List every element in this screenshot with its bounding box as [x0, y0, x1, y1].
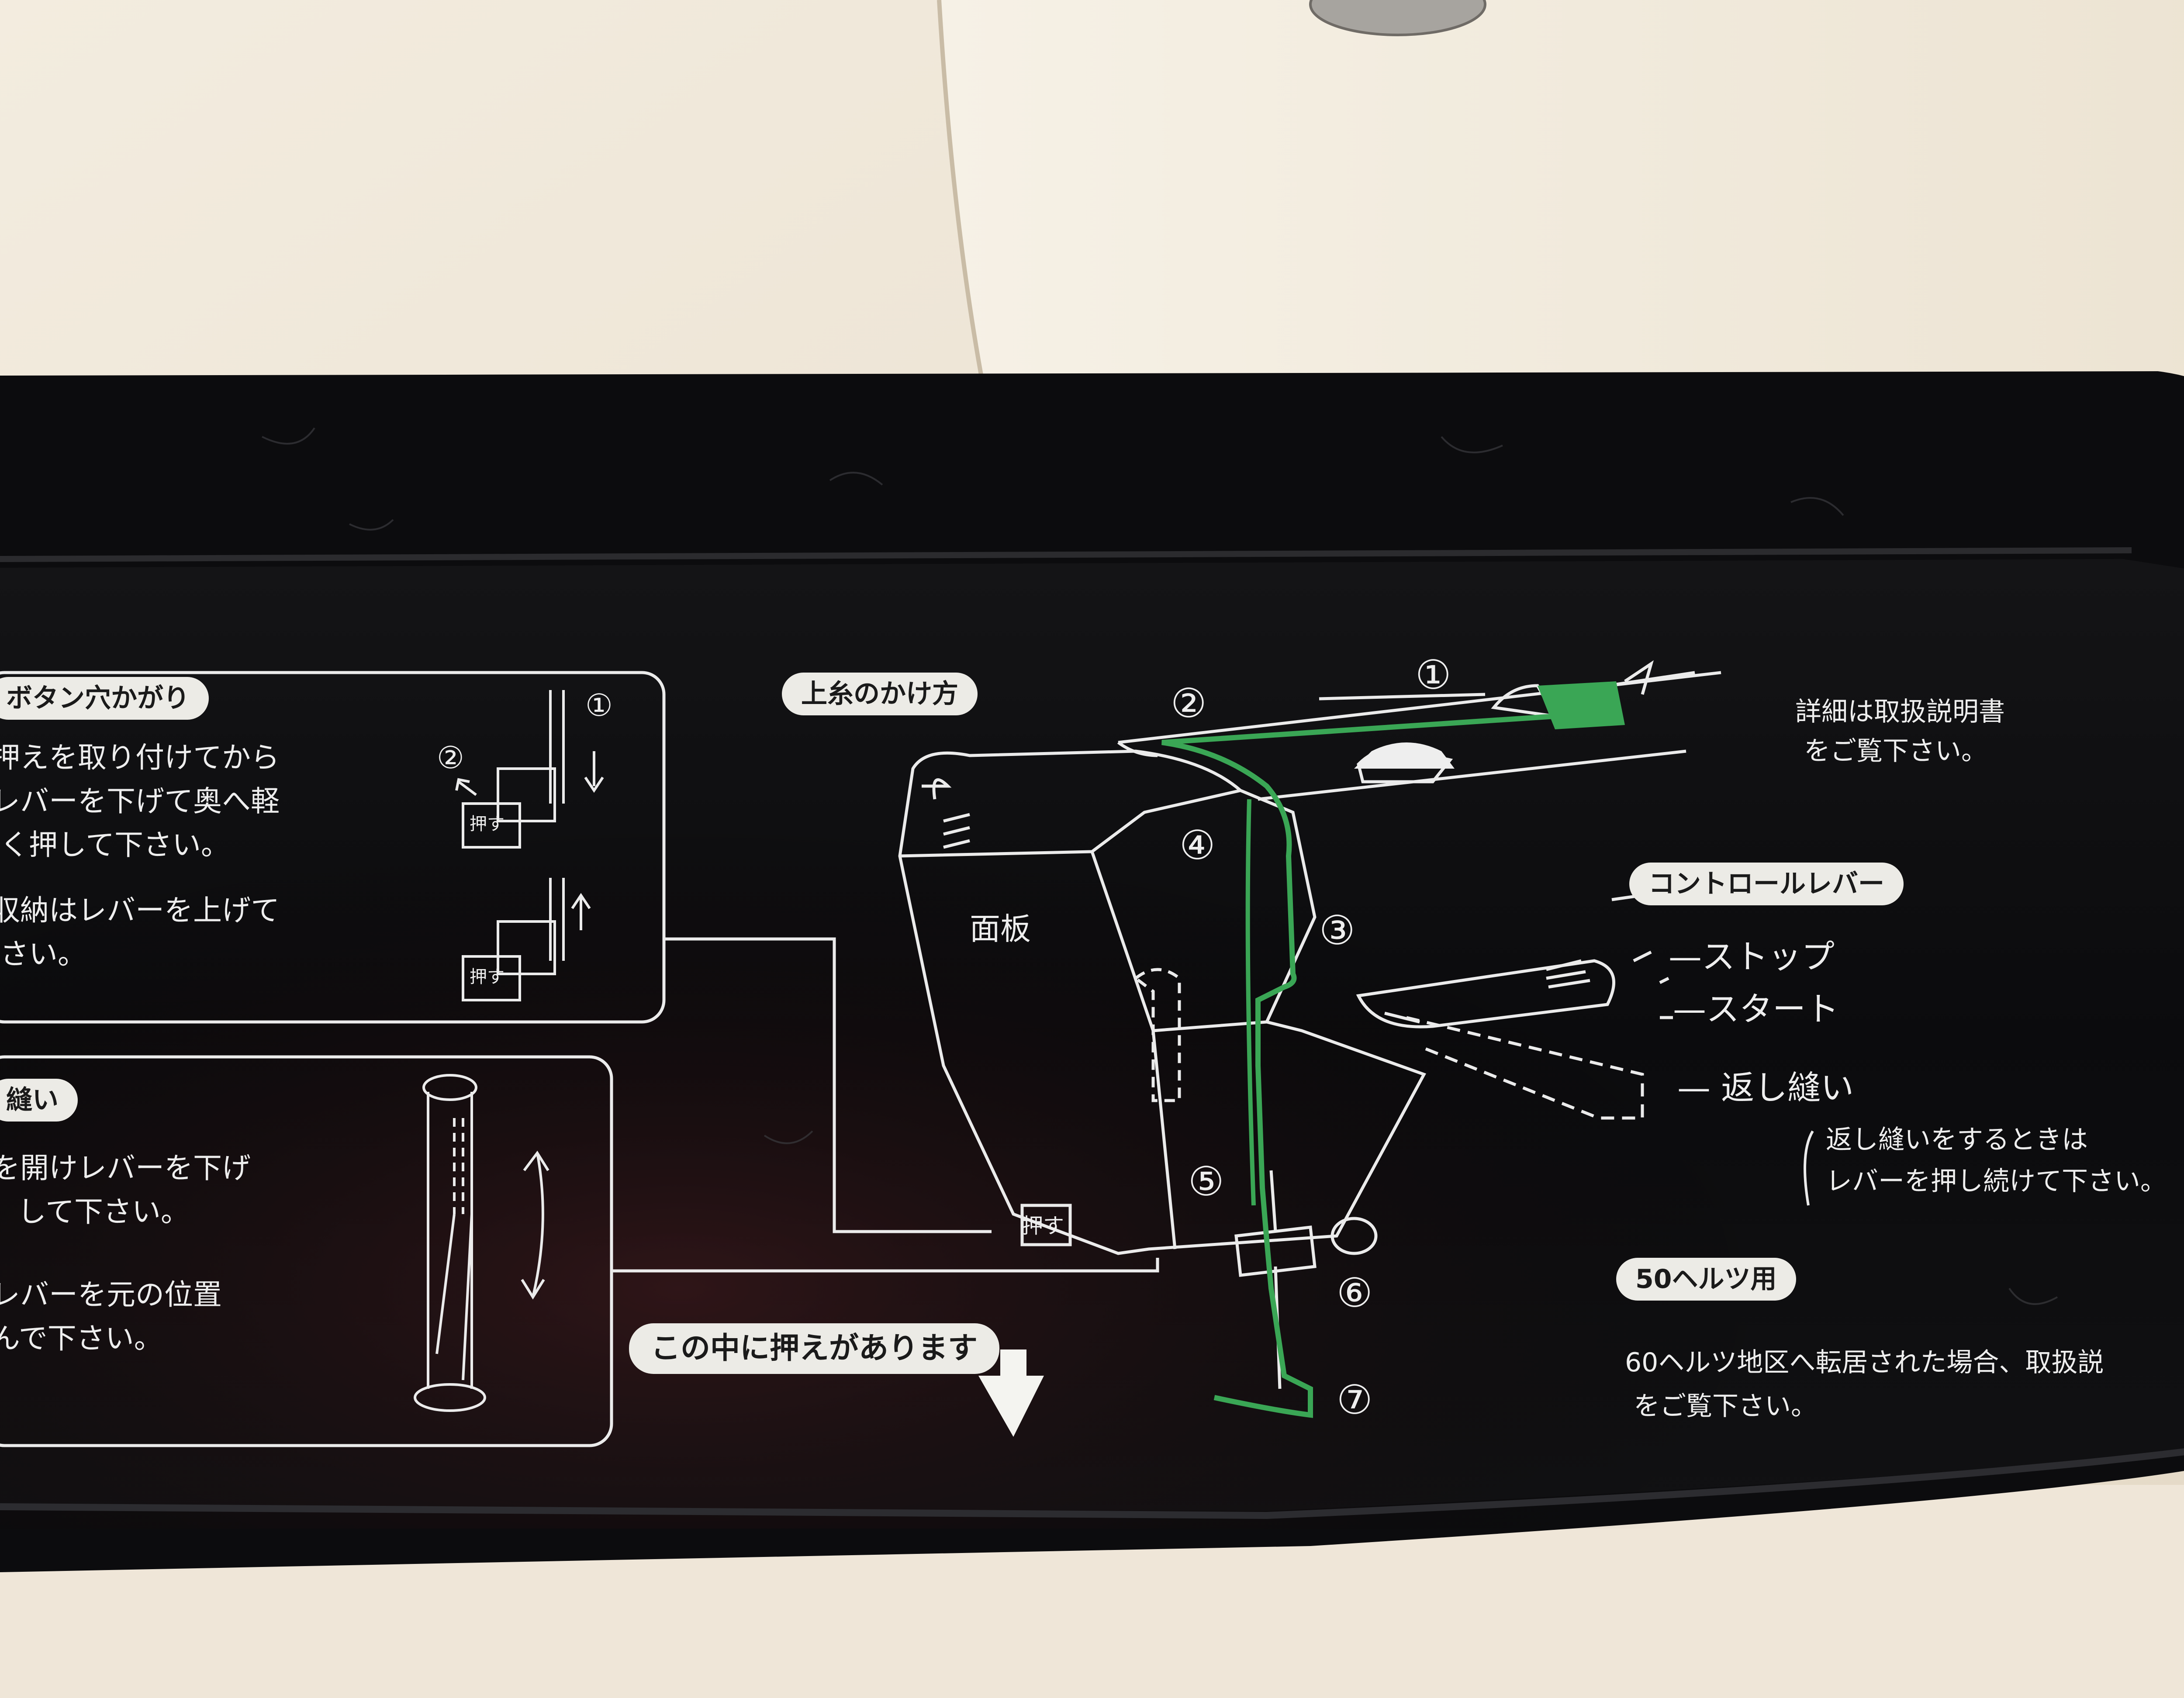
- thread-step-5: ⑤: [1188, 1158, 1224, 1205]
- buttonhole-line-5: さい。: [0, 937, 86, 971]
- thread-step-4: ④: [1179, 822, 1216, 869]
- buttonhole-line-2: レバーを下げて奥へ軽: [0, 784, 280, 818]
- hz-badge: 50ヘルツ用: [1616, 1258, 1796, 1301]
- hz-note-line-1: 60ヘルツ地区へ転居された場合、取扱説: [1625, 1347, 2104, 1378]
- details-note-line-2: をご覧下さい。: [1804, 736, 1987, 766]
- lever-reverse: — 返し縫い: [1677, 1068, 1854, 1107]
- hz-note-line-2: をご覧下さい。: [1634, 1391, 1817, 1422]
- presser-note: この中に押えがあります: [629, 1323, 1000, 1374]
- stitch-line-4: んで下さい。: [0, 1322, 163, 1355]
- buttonhole-title: ボタン穴かがり: [0, 677, 209, 720]
- buttonhole-line-1: 押えを取り付けてから: [0, 741, 280, 774]
- spool-icon: [1538, 681, 1625, 729]
- upper-thread-title: 上糸のかけ方: [782, 673, 978, 715]
- lever-start: —スタート: [1673, 990, 1839, 1028]
- buttonhole-step-2: ②: [437, 740, 464, 776]
- reverse-note-line-1: 返し縫いをするときは: [1826, 1125, 2088, 1155]
- buttonhole-step-1: ①: [585, 687, 613, 723]
- lever-start-text: スタート: [1706, 990, 1839, 1028]
- stitch-line-3: レバーを元の位置: [0, 1278, 222, 1311]
- push-label-presser: 押す: [1022, 1214, 1064, 1238]
- down-arrow-icon: [978, 1376, 1044, 1437]
- stitch-line-2: して下さい。: [17, 1195, 190, 1229]
- machine-diagram: [898, 660, 1721, 1389]
- lever-reverse-text: 返し縫い: [1721, 1068, 1854, 1107]
- buttonhole-line-4: 収納はレバーを上げて: [0, 894, 280, 927]
- thread-step-1: ①: [1415, 652, 1451, 698]
- stitch-line-1: を開けレバーを下げ: [0, 1151, 251, 1185]
- details-note-line-1: 詳細は取扱説明書: [1795, 697, 2005, 727]
- lever-stop: —ストップ: [1669, 937, 1835, 976]
- stitch-title: 縫い: [0, 1079, 78, 1122]
- buttonhole-lever-icons: [455, 690, 604, 1001]
- thread-step-7: ⑦: [1337, 1377, 1373, 1423]
- thread-path: [1161, 714, 1555, 1418]
- stitch-lever-icon: [414, 1074, 549, 1412]
- lever-stop-text: ストップ: [1702, 937, 1835, 976]
- control-lever-label: コントロールレバー: [1629, 863, 1904, 905]
- thread-step-3: ③: [1319, 907, 1355, 954]
- dial-knob: [1309, 0, 1486, 36]
- buttonhole-box: [0, 671, 666, 1024]
- push-label-1: 押す: [470, 814, 505, 834]
- face-plate-label: 面板: [970, 911, 1031, 947]
- stitch-box: [0, 1055, 613, 1447]
- machine-top-cover: [939, 0, 2184, 384]
- stitch-dial: [1354, 742, 1455, 769]
- thread-step-2: ②: [1171, 680, 1207, 727]
- reverse-note-line-2: レバーを押し続けて下さい。: [1826, 1166, 2167, 1197]
- buttonhole-line-3: く押して下さい。: [0, 828, 230, 862]
- push-label-2: 押す: [470, 967, 505, 987]
- thread-step-6: ⑥: [1337, 1270, 1373, 1316]
